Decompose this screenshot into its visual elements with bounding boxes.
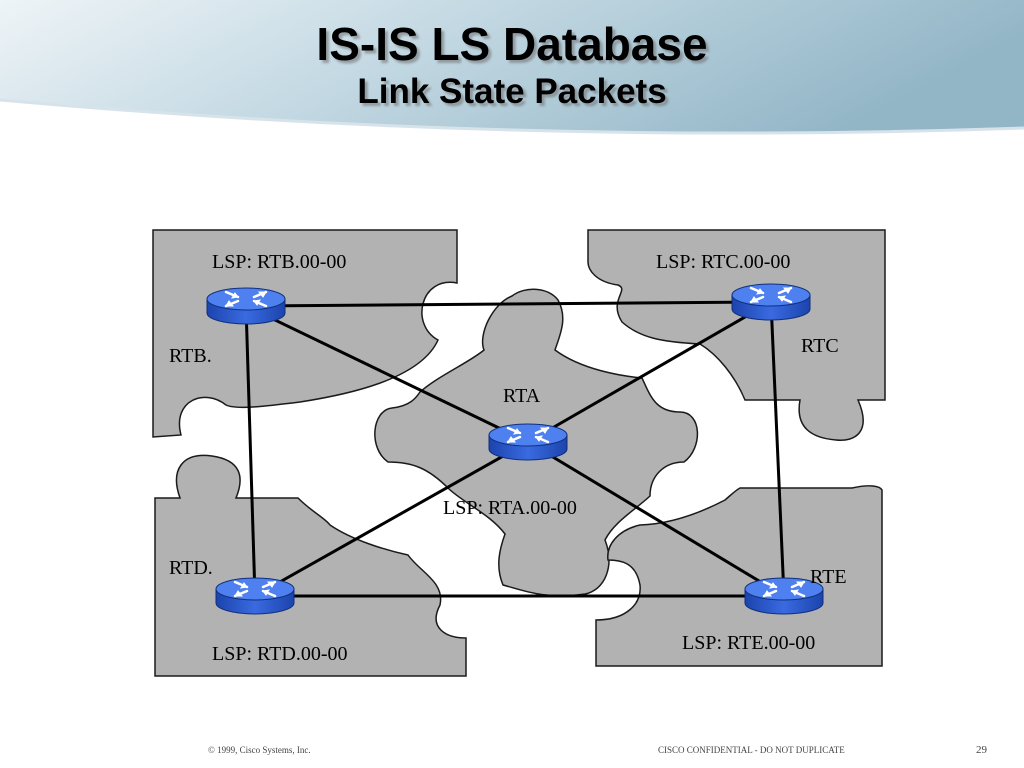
link-rtc-rte xyxy=(769,301,786,597)
lsp-label-rtb: LSP: RTB.00-00 xyxy=(212,251,346,273)
title-block: IS-IS LS Database Link State Packets xyxy=(0,18,1024,112)
footer-confidential: CISCO CONFIDENTIAL - DO NOT DUPLICATE xyxy=(658,745,845,755)
link-rtb-rtc xyxy=(245,300,772,308)
lsp-label-rta: LSP: RTA.00-00 xyxy=(443,497,577,519)
footer-copyright: © 1999, Cisco Systems, Inc. xyxy=(208,745,311,755)
link-rtc-rta xyxy=(527,300,772,444)
slide-title: IS-IS LS Database xyxy=(316,18,708,70)
page-number: 29 xyxy=(976,744,987,756)
puzzle-piece-rtc xyxy=(587,229,886,441)
router-icon-rtc xyxy=(731,283,811,321)
lsp-label-rtc: LSP: RTC.00-00 xyxy=(656,251,790,273)
router-label-rte: RTE xyxy=(810,566,847,588)
router-label-rtc: RTC xyxy=(801,335,839,357)
router-label-rta: RTA xyxy=(503,385,541,407)
router-icon-rtd xyxy=(215,577,295,615)
title-banner xyxy=(0,0,1024,135)
routers xyxy=(206,283,824,615)
router-icon-rta xyxy=(488,423,568,461)
links xyxy=(244,300,786,598)
lsp-label-rtd: LSP: RTD.00-00 xyxy=(212,643,347,665)
puzzle-piece-rte xyxy=(595,485,883,667)
link-rtd-rta xyxy=(254,440,529,598)
labels: LSP: RTB.00-00 RTB. LSP: RTC.00-00 RTC R… xyxy=(169,251,847,665)
router-label-rtb: RTB. xyxy=(169,345,212,367)
slide-subtitle: Link State Packets xyxy=(357,72,667,111)
link-rtb-rtd xyxy=(244,305,257,597)
router-label-rtd: RTD. xyxy=(169,557,213,579)
link-rtb-rta xyxy=(245,304,529,444)
router-icon-rtb xyxy=(206,287,286,325)
link-rta-rte xyxy=(527,440,785,598)
router-icon-rte xyxy=(744,577,824,615)
lsp-label-rte: LSP: RTE.00-00 xyxy=(682,632,815,654)
